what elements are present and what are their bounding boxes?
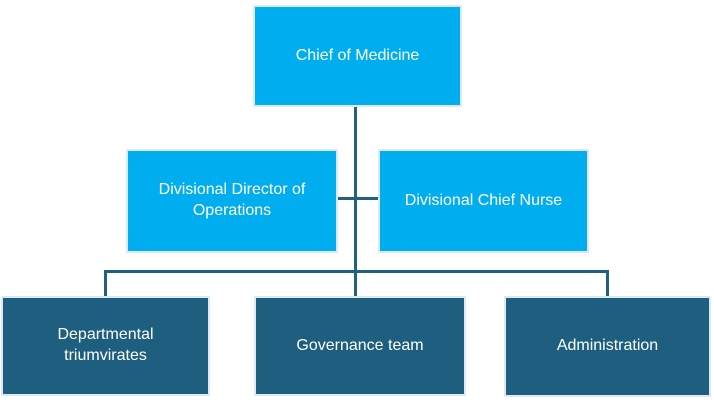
org-node-administration: Administration	[504, 296, 711, 397]
org-node-divisional-director-of-operations: Divisional Director of Operations	[126, 149, 338, 253]
connector-horizontal-middle-row	[338, 197, 378, 200]
connector-horizontal-bottom-rail	[104, 270, 609, 273]
node-label: Divisional Chief Nurse	[404, 191, 563, 209]
node-label: Governance team	[296, 336, 424, 354]
connector-drop-right	[606, 270, 609, 297]
node-label: Administration	[556, 337, 659, 355]
org-node-governance-team: Governance team	[254, 296, 466, 396]
node-label: Departmental triumvirates	[57, 326, 154, 364]
connector-drop-left	[104, 270, 107, 297]
connector-vertical-center	[354, 106, 357, 298]
org-node-chief-of-medicine: Chief of Medicine	[253, 5, 462, 107]
org-node-divisional-chief-nurse: Divisional Chief Nurse	[378, 149, 589, 253]
org-node-departmental-triumvirates: Departmental triumvirates	[1, 296, 210, 396]
node-label: Chief of Medicine	[295, 46, 420, 64]
node-label: Divisional Director of Operations	[158, 181, 306, 219]
